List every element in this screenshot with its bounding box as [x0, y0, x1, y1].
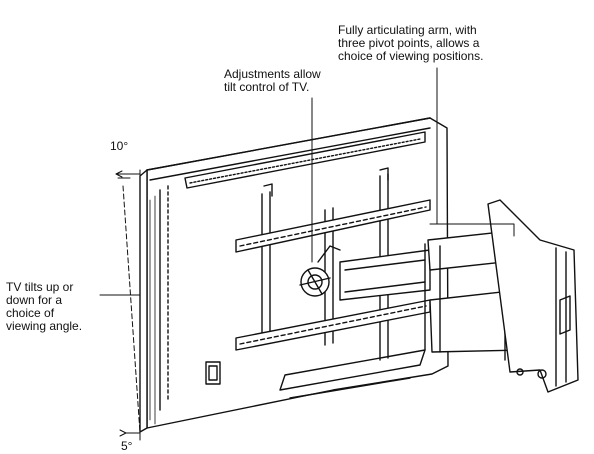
wall-plate-bars — [235, 199, 431, 351]
tv-tilt-callout-line: TV tilts up or — [6, 280, 74, 294]
tilt-adjust-callout-line: Adjustments allow — [224, 67, 321, 81]
tilt-angle-indicators — [115, 169, 141, 441]
arm-callout-line: three pivot points, allows a — [338, 36, 480, 50]
arm-callout-line: choice of viewing positions. — [338, 49, 484, 63]
tv-tilt-callout-line: viewing angle. — [6, 319, 83, 333]
arm-callout-line: Fully articulating arm, with — [338, 23, 477, 37]
tv-tilt-callout-line: choice of — [6, 306, 55, 320]
tilt-adjust-callout-line: tilt control of TV. — [224, 80, 310, 94]
callout-leaders — [99, 67, 515, 296]
wall-bracket-plate — [487, 199, 579, 393]
tv-tilt-callout: TV tilts up or down for a choice of view… — [6, 281, 82, 333]
tilt-down-angle-label: 5° — [121, 439, 133, 453]
tilt-adjust-callout: Adjustments allow tilt control of TV. — [224, 68, 321, 94]
tv-back-panel — [139, 117, 449, 433]
tilt-adjustment-knob — [299, 245, 341, 297]
tv-tilt-callout-line: down for a — [6, 293, 63, 307]
arm-callout: Fully articulating arm, with three pivot… — [338, 24, 483, 63]
tilt-up-angle-label: 10° — [110, 139, 129, 153]
